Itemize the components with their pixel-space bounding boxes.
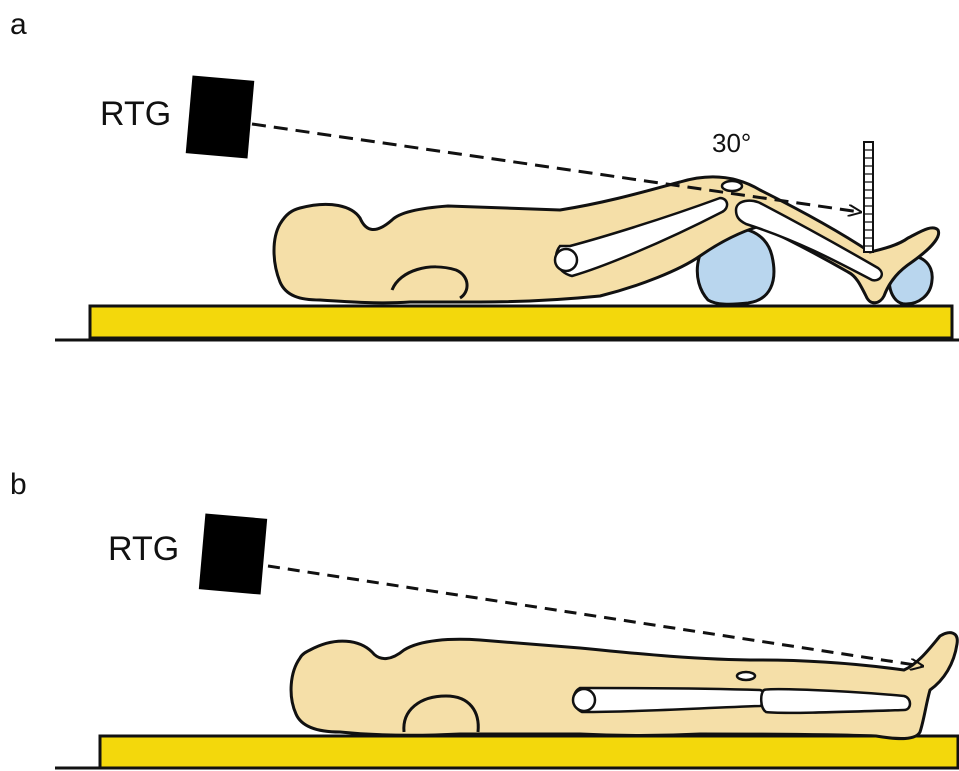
panel-b-patient-body — [291, 633, 957, 739]
panel-b-femoral-head — [573, 689, 595, 711]
panel-a-table — [90, 306, 952, 338]
panel-b — [55, 513, 959, 768]
panel-a-ruler — [864, 142, 873, 252]
panel-a-xray-source — [186, 75, 255, 158]
panel-b-patella — [737, 672, 755, 680]
panel-a-femoral-head — [555, 249, 577, 271]
panel-a — [55, 75, 959, 340]
panel-b-xray-source — [199, 513, 267, 594]
panel-b-table — [100, 736, 958, 768]
panel-a-patella — [722, 181, 742, 191]
